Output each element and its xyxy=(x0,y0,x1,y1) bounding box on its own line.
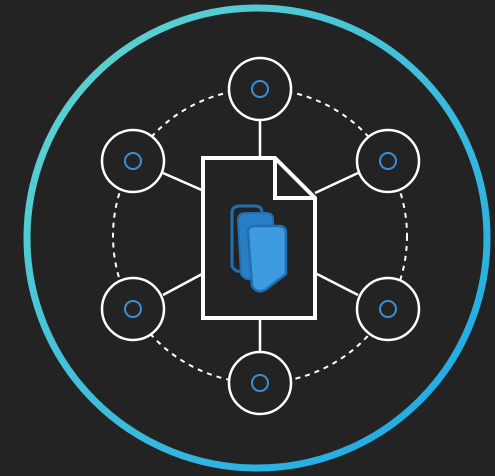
brand-logo-icon xyxy=(230,204,288,293)
node-circle-icon xyxy=(355,276,421,342)
node-circle-icon xyxy=(355,128,421,194)
outer-ring-icon xyxy=(23,4,491,472)
node-circle-icon xyxy=(227,56,293,122)
node-circle-icon xyxy=(100,276,166,342)
node-circle-icon xyxy=(100,128,166,194)
connector-lines xyxy=(162,119,359,353)
node-circle-icon xyxy=(227,350,293,416)
